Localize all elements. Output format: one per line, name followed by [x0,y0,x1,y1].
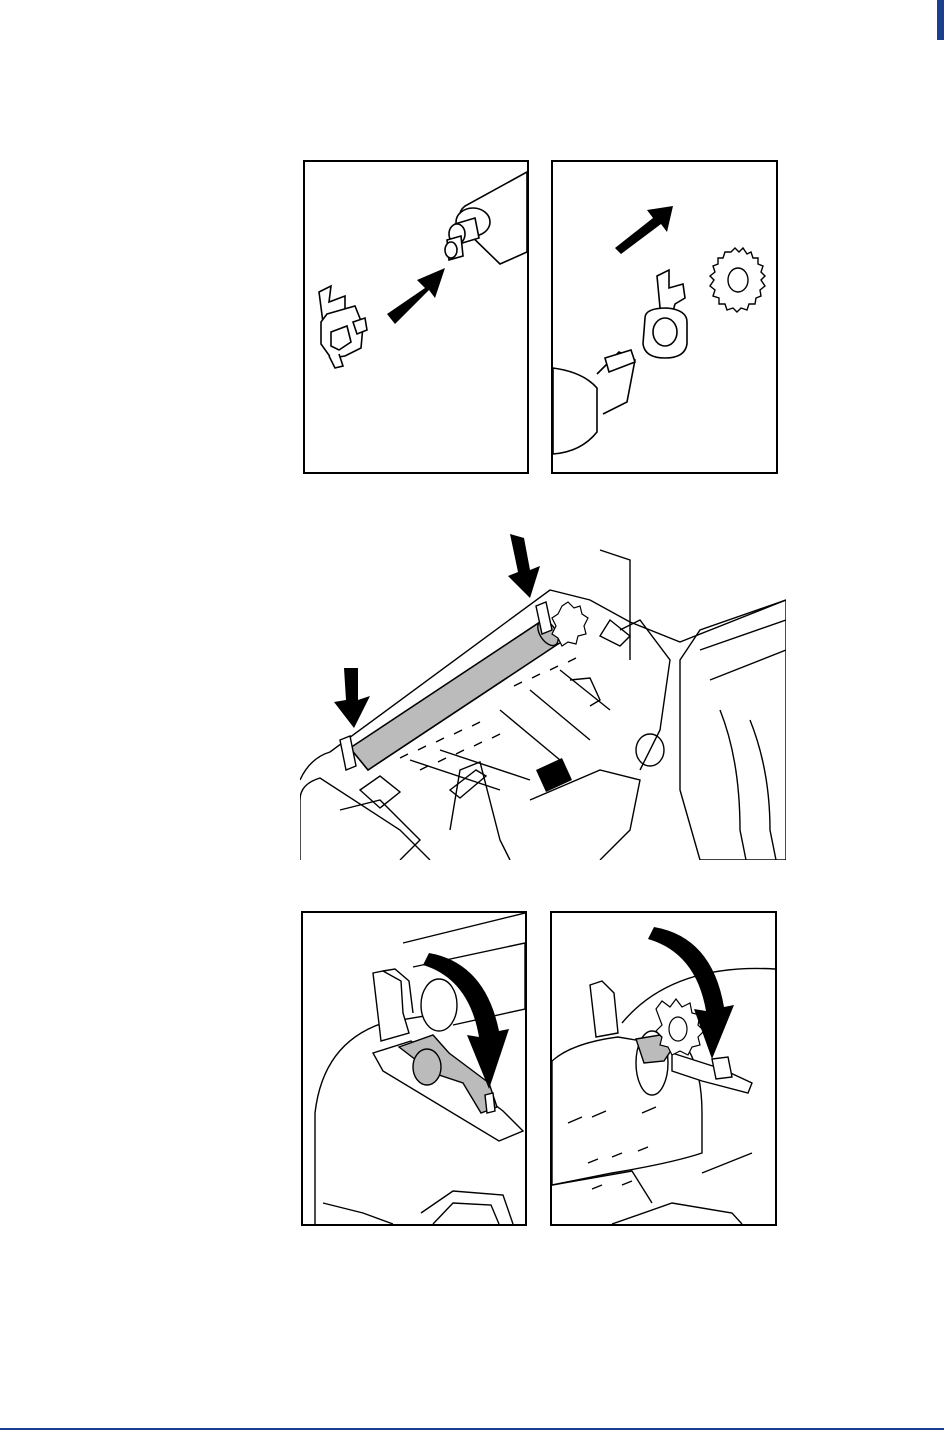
gear-icon [710,248,765,312]
page-corner-tab [937,0,944,40]
figure-latch-left-bearing [301,911,527,1226]
arrow-icon [615,206,673,254]
arrow-icon [387,268,445,324]
roller-shaft-icon [445,172,527,264]
roller-shaft-icon [553,350,635,454]
figure-latch-right-bearing [550,911,777,1226]
bearing-icon [319,286,367,368]
page-bottom-rule [0,1428,944,1430]
bearing-icon [643,270,687,358]
platen-roller-icon [340,602,562,770]
printer-base-icon [300,550,786,860]
figure-bearing-onto-shaft [303,160,529,474]
ribbed-pad [536,758,572,792]
figure-platen-into-printer [300,530,786,860]
figure-bearing-and-gear-onto-shaft [551,160,778,474]
